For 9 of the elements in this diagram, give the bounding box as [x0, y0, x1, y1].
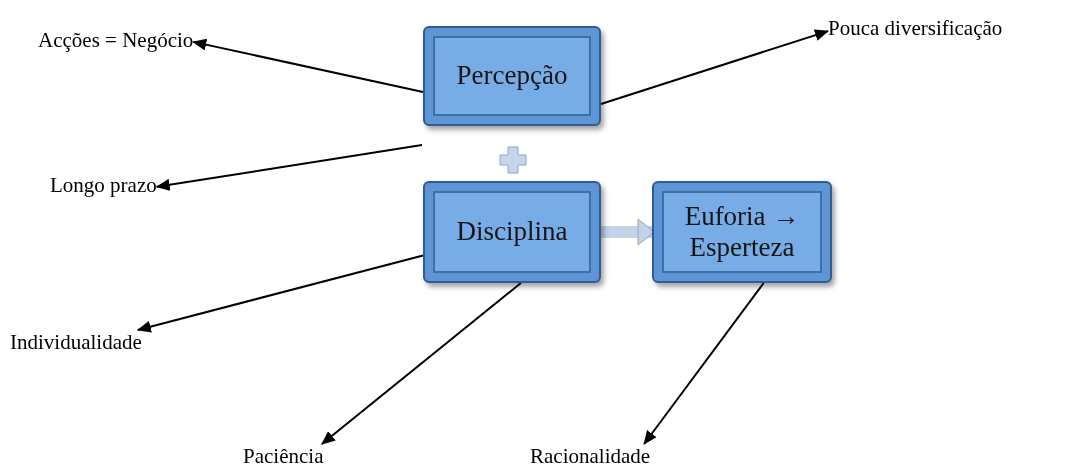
process-box: Disciplina — [423, 181, 601, 283]
process-box: Percepção — [423, 26, 601, 126]
text-label: Racionalidade — [530, 444, 651, 470]
text-label: Paciência — [243, 444, 324, 470]
text-label: Longo prazo — [50, 173, 157, 199]
process-box: Euforia → Esperteza — [652, 181, 832, 283]
text-label: Individualidade — [10, 330, 142, 356]
text-label: Pouca diversificação — [828, 16, 1003, 42]
text-label: Acções = Negócio — [38, 28, 194, 54]
